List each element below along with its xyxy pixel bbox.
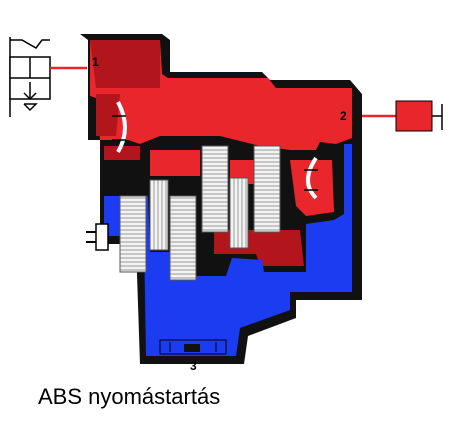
diaphragm-left [112, 101, 127, 154]
exhaust-chamber [104, 144, 352, 356]
electrical-connector [86, 223, 109, 251]
diaphragm-right [304, 156, 318, 200]
supply-valve-symbol [9, 37, 87, 117]
port-label-1: 1 [92, 55, 99, 69]
exhaust-port [159, 339, 227, 355]
diagram-caption: ABS nyomástartás [38, 384, 221, 409]
brake-chamber-symbol [356, 100, 443, 132]
port-label-3: 3 [190, 359, 197, 373]
port-label-2: 2 [340, 109, 347, 123]
solenoid-coils [119, 145, 281, 281]
solenoid-armatures [149, 177, 249, 251]
